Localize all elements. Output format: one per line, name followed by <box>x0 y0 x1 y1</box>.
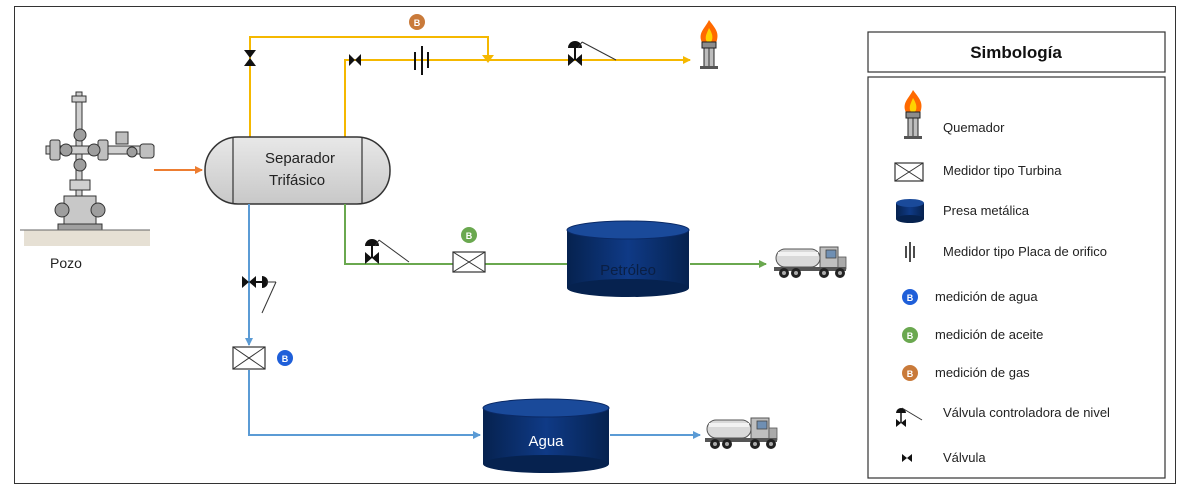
separator-label-1: Separador <box>265 150 335 167</box>
legend-label-presa: Presa metálica <box>943 203 1030 218</box>
oil-meter-icon: B <box>461 227 477 243</box>
burner-icon <box>699 19 719 70</box>
legend-label-turbina: Medidor tipo Turbina <box>943 163 1062 178</box>
level-control-valve-icon <box>242 276 277 314</box>
agua-tank-icon <box>482 398 610 473</box>
svg-text:B: B <box>466 231 473 241</box>
svg-text:B: B <box>907 293 914 303</box>
petroleo-tank-icon <box>566 220 690 297</box>
svg-text:B: B <box>414 18 421 28</box>
tank-icon <box>896 199 924 223</box>
agua-tank-label: Agua <box>528 433 564 450</box>
legend-title: Simbología <box>970 43 1062 62</box>
wellhead-icon <box>45 91 155 233</box>
level-control-valve-icon <box>896 407 923 427</box>
petroleo-tank-label: Petróleo <box>600 262 656 279</box>
orifice-plate-icon <box>414 46 429 75</box>
valve-icon <box>349 54 361 66</box>
truck-icon <box>773 246 847 279</box>
turbine-meter-icon <box>452 251 486 273</box>
svg-text:B: B <box>907 369 914 379</box>
oil-lines <box>344 204 767 268</box>
valve-icon <box>244 50 256 66</box>
valve-icon <box>902 454 912 462</box>
legend-label-control-valve: Válvula controladora de nivel <box>943 405 1110 420</box>
gas-arrow-icon <box>482 55 494 63</box>
water-lines <box>245 204 701 439</box>
water-meter-icon: B <box>902 289 918 305</box>
legend-label-agua: medición de agua <box>935 289 1038 304</box>
legend-label-gas: medición de gas <box>935 365 1030 380</box>
water-meter-icon: B <box>277 350 293 366</box>
legend-label-placa: Medidor tipo Placa de orifico <box>943 244 1107 259</box>
level-control-valve-icon <box>567 40 617 67</box>
pozo-label: Pozo <box>50 255 82 271</box>
svg-text:B: B <box>907 331 914 341</box>
ground <box>20 229 150 246</box>
legend-label-aceite: medición de aceite <box>935 327 1043 342</box>
svg-text:B: B <box>282 354 289 364</box>
turbine-meter-icon <box>894 162 924 182</box>
legend: Simbología B B B <box>867 31 1166 479</box>
separator-label-2: Trifásico <box>269 172 325 189</box>
orifice-plate-icon <box>905 242 915 262</box>
gas-meter-icon: B <box>902 365 918 381</box>
three-phase-separator <box>204 136 391 205</box>
gas-meter-icon: B <box>409 14 425 30</box>
truck-icon <box>704 417 778 450</box>
level-control-valve-icon <box>364 238 410 265</box>
gas-lines <box>249 36 691 138</box>
oil-meter-icon: B <box>902 327 918 343</box>
legend-label-valve: Válvula <box>943 450 986 465</box>
legend-label-quemador: Quemador <box>943 120 1005 135</box>
turbine-meter-icon <box>232 346 266 370</box>
